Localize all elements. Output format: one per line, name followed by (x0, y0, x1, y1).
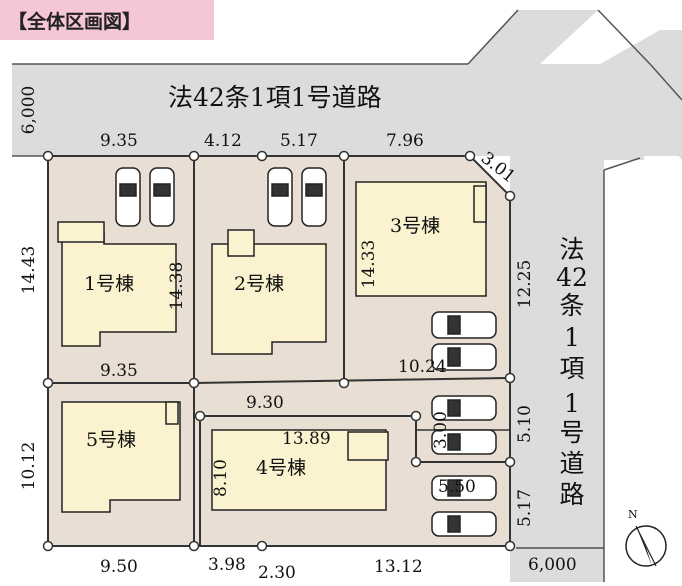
svg-text:号: 号 (559, 418, 584, 447)
svg-text:10.24: 10.24 (398, 357, 447, 377)
svg-text:14.33: 14.33 (359, 240, 379, 289)
building-3-label: 3号棟 (390, 215, 440, 237)
building-1-porch (57, 221, 105, 243)
svg-text:42: 42 (556, 263, 588, 292)
svg-text:9.35: 9.35 (100, 131, 138, 151)
svg-text:1: 1 (564, 323, 580, 352)
svg-text:9.35: 9.35 (100, 361, 138, 381)
svg-text:3.98: 3.98 (208, 555, 246, 575)
svg-text:1: 1 (564, 389, 580, 418)
car-icon (115, 167, 141, 227)
svg-text:5.50: 5.50 (438, 477, 476, 497)
svg-text:路: 路 (559, 480, 584, 509)
road-width-top: 6,000 (19, 86, 39, 135)
parking-cars (115, 167, 497, 537)
buildings (57, 181, 487, 513)
svg-text:3.00: 3.00 (431, 411, 451, 449)
svg-text:14.43: 14.43 (19, 246, 39, 295)
building-4-porch (347, 431, 389, 461)
survey-points (42, 150, 516, 552)
svg-text:2.30: 2.30 (258, 563, 296, 582)
svg-text:12.25: 12.25 (515, 260, 535, 309)
car-icon (431, 395, 497, 421)
road-width-bottom: 6,000 (528, 555, 577, 575)
building-5 (61, 401, 181, 513)
building-4 (211, 429, 387, 511)
svg-text:5.17: 5.17 (515, 489, 535, 527)
road-label-right: 法 42 条 1 項 1 号 道 路 (556, 235, 588, 509)
svg-text:5.10: 5.10 (515, 405, 535, 443)
svg-text:9.30: 9.30 (246, 393, 284, 413)
page-title: 【全体区画図】 (0, 0, 214, 40)
svg-text:4.12: 4.12 (204, 131, 242, 151)
compass-label: N (628, 508, 638, 521)
car-icon (431, 429, 497, 455)
building-1-label: 1号棟 (84, 273, 134, 295)
compass-icon: N (625, 508, 667, 567)
svg-text:13.89: 13.89 (282, 429, 331, 449)
svg-text:道: 道 (559, 449, 584, 478)
car-icon (149, 167, 175, 227)
car-icon (431, 343, 497, 371)
svg-text:条: 条 (559, 291, 584, 320)
svg-text:13.12: 13.12 (374, 557, 423, 577)
building-5-label: 5号棟 (86, 429, 136, 451)
car-icon (431, 475, 497, 501)
svg-text:法: 法 (559, 235, 584, 264)
car-icon (431, 311, 497, 339)
svg-text:14.38: 14.38 (167, 262, 187, 311)
road-area (12, 9, 682, 582)
svg-text:項: 項 (559, 354, 584, 383)
building-4-label: 4号棟 (256, 457, 306, 479)
svg-text:10.12: 10.12 (19, 442, 39, 491)
building-3 (355, 181, 487, 297)
car-icon (301, 167, 327, 227)
svg-text:8.10: 8.10 (211, 459, 231, 497)
svg-text:5.17: 5.17 (280, 131, 318, 151)
building-3-porch (473, 185, 487, 223)
svg-text:9.50: 9.50 (100, 557, 138, 577)
road-label-top: 法42条1項1号道路 (168, 83, 382, 112)
car-icon (267, 167, 293, 227)
car-icon (431, 511, 497, 537)
building-5-porch (165, 401, 179, 425)
building-2-porch (227, 229, 255, 257)
building-2 (211, 243, 327, 355)
building-2-label: 2号棟 (234, 273, 284, 295)
svg-text:7.96: 7.96 (386, 131, 424, 151)
